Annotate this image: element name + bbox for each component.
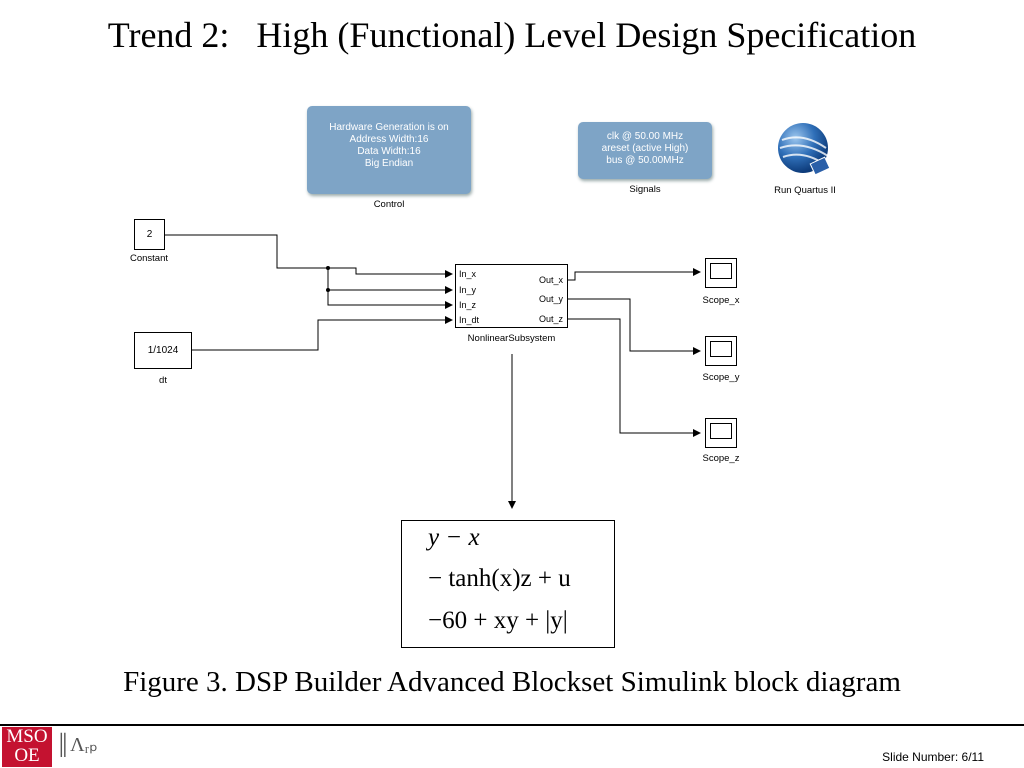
equation-line: − tanh(x)z + u xyxy=(428,565,571,592)
slide-title: Trend 2: High (Functional) Level Design … xyxy=(107,15,917,55)
control-line: Address Width:16 xyxy=(349,134,429,145)
wire-dt xyxy=(192,316,453,351)
dt-label: dt xyxy=(159,375,167,386)
equations-box: y − x − tanh(x)z + u −60 + xy + |y| xyxy=(401,520,615,648)
port-in-x: In_x xyxy=(459,269,477,279)
port-out-z: Out_z xyxy=(539,314,564,324)
wire-constant xyxy=(165,234,328,269)
signals-line: bus @ 50.00MHz xyxy=(606,155,684,166)
subsystem-label: NonlinearSubsystem xyxy=(467,333,556,344)
port-in-z: In_z xyxy=(459,300,477,310)
department-logo: ║Λᵣₚ xyxy=(56,734,98,756)
scope-z-label: Scope_z xyxy=(702,453,740,464)
quartus-label: Run Quartus II xyxy=(774,185,836,196)
port-out-y: Out_y xyxy=(539,294,564,304)
quartus-globe-icon[interactable] xyxy=(776,122,834,178)
equation-line: −60 + xy + |y| xyxy=(428,607,568,634)
constant-value: 2 xyxy=(146,229,153,240)
scope-x-label: Scope_x xyxy=(702,295,740,306)
control-label: Control xyxy=(373,199,405,210)
scope-z-block[interactable] xyxy=(705,418,737,448)
wire-out-y xyxy=(567,298,701,355)
port-in-dt: In_dt xyxy=(459,315,480,325)
slide-number: Slide Number: 6/11 xyxy=(882,750,984,764)
constant-block[interactable]: 2 xyxy=(134,219,165,250)
footer-divider xyxy=(0,724,1024,726)
constant-label: Constant xyxy=(129,253,169,264)
wire-in-z xyxy=(327,290,453,309)
control-line: Big Endian xyxy=(364,158,414,169)
equation-line: y − x xyxy=(428,524,480,551)
scope-x-block[interactable] xyxy=(705,258,737,288)
signals-line: areset (active High) xyxy=(601,143,689,154)
msoe-logo: MSO OE xyxy=(2,727,52,767)
wire-in-x xyxy=(328,267,453,278)
junction-dot xyxy=(326,266,330,270)
logo-text: MSO xyxy=(6,726,48,747)
wire-in-y xyxy=(327,268,453,294)
signals-line: clk @ 50.00 MHz xyxy=(606,131,684,142)
dt-value: 1/1024 xyxy=(147,345,179,356)
junction-dot xyxy=(326,288,330,292)
signals-panel[interactable]: clk @ 50.00 MHz areset (active High) bus… xyxy=(578,122,712,179)
dt-block[interactable]: 1/1024 xyxy=(134,332,192,369)
wire-out-z xyxy=(567,318,701,437)
control-panel[interactable]: Hardware Generation is on Address Width:… xyxy=(307,106,471,194)
scope-y-label: Scope_y xyxy=(702,372,740,383)
nonlinear-subsystem-block[interactable] xyxy=(455,264,568,328)
wire-out-x xyxy=(567,268,701,281)
control-line: Hardware Generation is on xyxy=(329,122,449,133)
control-line: Data Width:16 xyxy=(357,146,421,157)
port-out-x: Out_x xyxy=(539,275,564,285)
signals-label: Signals xyxy=(629,184,661,195)
figure-caption: Figure 3. DSP Builder Advanced Blockset … xyxy=(123,666,901,698)
port-in-y: In_y xyxy=(459,285,477,295)
logo-text: OE xyxy=(14,745,40,766)
scope-y-block[interactable] xyxy=(705,336,737,366)
